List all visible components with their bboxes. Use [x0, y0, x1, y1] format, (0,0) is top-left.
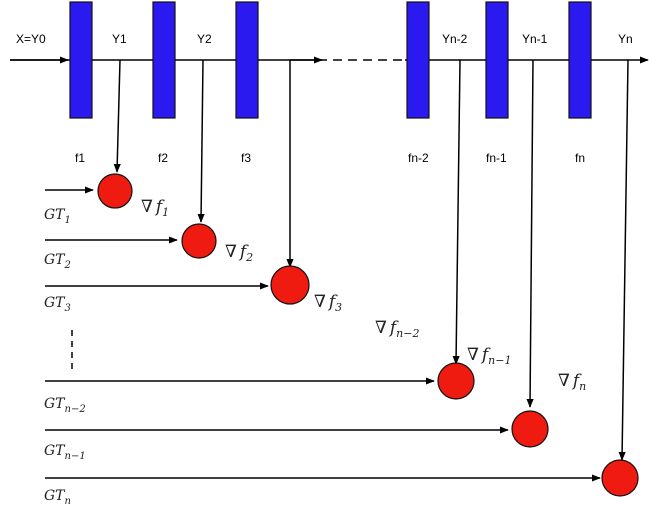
grad-label-3: ∇f3 [314, 292, 342, 314]
block-label-fn: fn [575, 151, 585, 165]
grad-base: f [238, 242, 249, 262]
grad-sub: n−2 [396, 327, 419, 340]
gt-sub: 3 [65, 303, 71, 314]
gt-sub: n−1 [65, 451, 86, 462]
gt-base: GT [44, 252, 66, 268]
down-arrow-n-2 [452, 59, 461, 365]
loss-node-1 [97, 173, 133, 209]
down-arrow-n [618, 59, 629, 461]
grad-sub: 1 [162, 206, 169, 219]
gt-base: GT [44, 396, 66, 412]
grad-sub: 2 [245, 251, 253, 264]
grad-sub: n−1 [488, 354, 511, 367]
block-fn-2 [406, 1, 430, 119]
loss-node-n-2 [437, 362, 475, 400]
gt-sub: n−2 [65, 404, 86, 415]
grad-base: f [388, 318, 399, 338]
nabla-glyph: ∇ [314, 292, 326, 312]
block-label-f2: f2 [158, 151, 168, 165]
gt-base: GT [44, 443, 66, 459]
grad-base: f [327, 292, 338, 312]
gt-sub: 1 [65, 215, 71, 226]
nabla-glyph: ∇ [375, 318, 387, 338]
grad-label-2: ∇f2 [225, 242, 253, 264]
block-label-f3: f3 [241, 151, 251, 165]
block-fn [568, 1, 592, 119]
label-y1: Y1 [112, 32, 127, 46]
loss-node-2 [181, 223, 217, 259]
gt-label-2: GT2 [44, 252, 71, 271]
nabla-glyph: ∇ [558, 371, 570, 391]
nabla-glyph: ∇ [141, 197, 153, 217]
grad-base: f [154, 197, 165, 217]
gt-sub: 2 [64, 260, 71, 271]
block-label-fn-2: fn-2 [408, 151, 429, 165]
gt-sub: n [65, 496, 71, 507]
grad-sub: n [579, 380, 586, 393]
gt-label-n-1: GTn−1 [44, 443, 86, 462]
gt-label-1: GT1 [44, 207, 71, 226]
gt-base: GT [44, 488, 66, 504]
block-label-f1: f1 [75, 151, 85, 165]
block-label-fn-1: fn-1 [486, 151, 507, 165]
block-fn-1 [485, 1, 509, 119]
gt-label-n-2: GTn−2 [44, 396, 86, 415]
grad-label-n: ∇fn [558, 371, 586, 393]
grad-sub: 3 [335, 301, 342, 314]
label-yn-1: Yn-1 [522, 32, 548, 46]
grad-base: f [571, 371, 582, 391]
label-yn-2: Yn-2 [442, 32, 468, 46]
label-x-y0: X=Y0 [16, 32, 46, 46]
block-f1 [69, 1, 93, 119]
label-y2: Y2 [197, 32, 212, 46]
down-arrow-n-1 [526, 59, 534, 408]
nabla-glyph: ∇ [225, 242, 237, 262]
nabla-glyph: ∇ [467, 345, 479, 365]
label-yn: Yn [618, 32, 633, 46]
grad-label-n-2: ∇fn−2 [375, 318, 419, 340]
grad-label-n-1: ∇fn−1 [467, 345, 511, 367]
loss-node-n [601, 459, 639, 497]
grad-base: f [480, 345, 491, 365]
down-arrow-1 [113, 59, 121, 173]
grad-label-1: ∇f1 [141, 197, 169, 219]
block-f3 [235, 1, 259, 119]
down-arrow-2 [197, 59, 205, 223]
block-f2 [152, 1, 176, 119]
loss-node-3 [270, 265, 310, 305]
gt-base: GT [44, 295, 66, 311]
gt-label-n: GTn [44, 488, 71, 507]
gt-label-3: GT3 [44, 295, 71, 314]
loss-node-n-1 [511, 410, 549, 448]
gt-base: GT [44, 207, 66, 223]
